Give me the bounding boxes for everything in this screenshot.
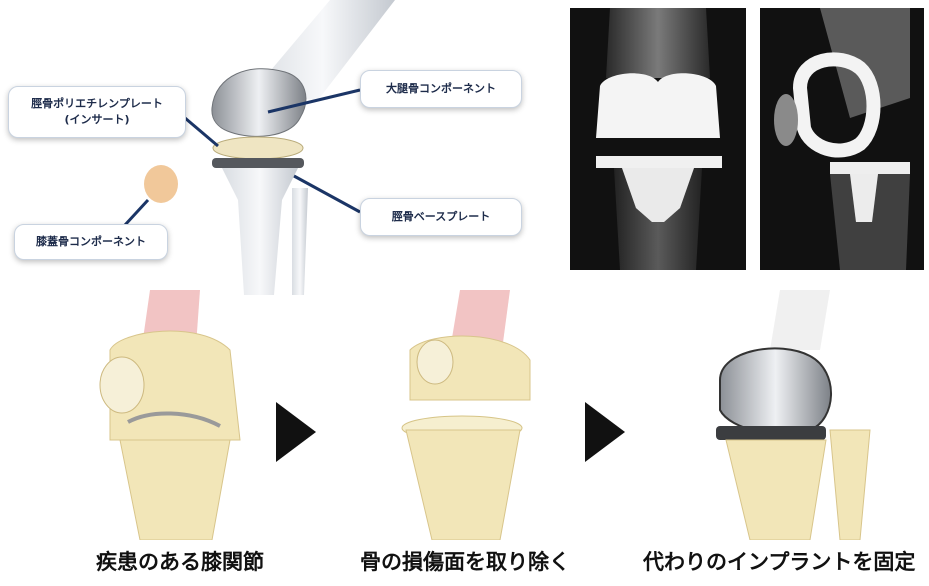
- femoral-component: [212, 69, 306, 137]
- label-tibial-baseplate: 脛骨ベースプレート: [360, 198, 522, 236]
- knee-resected-illustration: [380, 290, 560, 540]
- knee-diseased-illustration: [80, 290, 260, 540]
- patellar-component: [144, 165, 178, 203]
- label-patellar-component: 膝蓋骨コンポーネント: [14, 224, 168, 260]
- knee-implant-illustration: [700, 290, 890, 540]
- step-arrow-icon: [274, 400, 318, 464]
- tibia-bone: [222, 168, 298, 295]
- step-caption-resect: 骨の損傷面を取り除く: [360, 546, 570, 576]
- fibula-bone: [292, 188, 308, 295]
- poly-insert: [213, 137, 303, 159]
- step-caption-diseased: 疾患のある膝関節: [96, 546, 264, 576]
- step-caption-implant: 代わりのインプラントを固定: [643, 546, 915, 576]
- leader-line-insert: [185, 118, 218, 146]
- step-arrow-icon: [583, 400, 627, 464]
- label-tibial-insert: 脛骨ポリエチレンプレート (インサート): [8, 86, 186, 138]
- leader-line-patella: [125, 200, 148, 225]
- xray-side-view: [760, 8, 924, 270]
- label-femoral-component: 大腿骨コンポーネント: [360, 70, 522, 108]
- tibial-baseplate: [212, 158, 304, 168]
- xray-front-view: [570, 8, 746, 270]
